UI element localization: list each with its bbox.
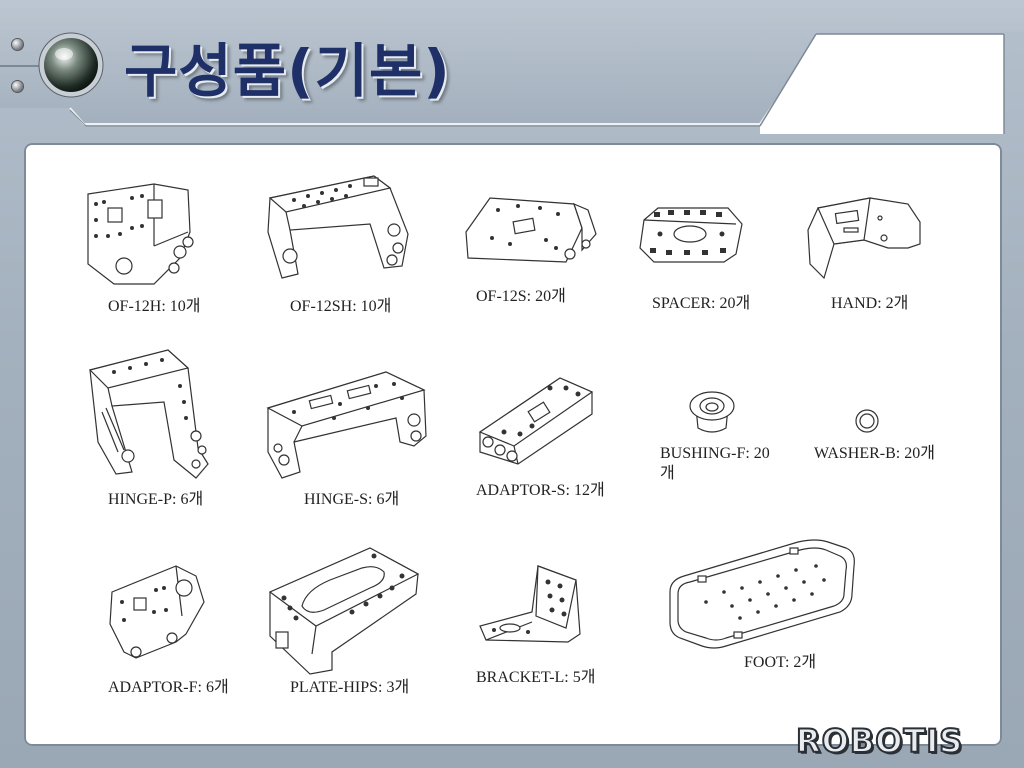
hinge-p-drawing-icon	[88, 349, 209, 479]
part-label-of-12h: OF-12H: 10개	[108, 298, 201, 315]
bushing-f-drawing-icon	[689, 391, 735, 433]
part-of-12sh	[264, 170, 412, 282]
part-plate-hips	[266, 544, 422, 676]
of-12s-drawing-icon	[465, 197, 597, 263]
part-label-hinge-p: HINGE-P: 6개	[108, 491, 204, 508]
part-label-washer-b: WASHER-B: 20개	[814, 445, 935, 462]
part-label-spacer: SPACER: 20개	[652, 295, 751, 312]
part-label-bushing-f: BUSHING-F: 20개	[660, 445, 770, 482]
sphere-logo-icon	[38, 32, 104, 98]
part-label-foot: FOOT: 2개	[744, 654, 817, 671]
foot-drawing-icon	[669, 539, 855, 649]
part-label-of-12s: OF-12S: 20개	[476, 288, 566, 305]
part-label-plate-hips: PLATE-HIPS: 3개	[290, 679, 410, 696]
hinge-s-drawing-icon	[266, 371, 427, 479]
adaptor-f-drawing-icon	[109, 565, 205, 659]
page-title: 구성품(기본)	[124, 37, 451, 105]
robotis-logo: ROBOTIS	[795, 721, 964, 761]
washer-b-drawing-icon	[855, 409, 879, 433]
adaptor-s-drawing-icon	[478, 377, 594, 465]
of-12sh-drawing-icon	[267, 175, 409, 279]
part-washer-b	[854, 408, 880, 434]
screw-top	[12, 39, 23, 50]
part-adaptor-s	[474, 374, 596, 466]
part-bushing-f	[686, 388, 738, 438]
screw-bottom	[12, 81, 23, 92]
part-hand	[804, 194, 924, 280]
part-label-adaptor-s: ADAPTOR-S: 12개	[476, 482, 605, 499]
plate-hips-drawing-icon	[268, 547, 420, 675]
part-label-of-12sh: OF-12SH: 10개	[290, 298, 392, 315]
part-foot	[666, 536, 858, 652]
part-label-adaptor-f: ADAPTOR-F: 6개	[108, 679, 229, 696]
part-label-hand: HAND: 2개	[831, 295, 909, 312]
part-label-bracket-l: BRACKET-L: 5개	[476, 669, 596, 686]
part-label-hinge-s: HINGE-S: 6개	[304, 491, 400, 508]
part-spacer	[638, 204, 744, 266]
spacer-drawing-icon	[639, 207, 743, 263]
part-hinge-p	[84, 346, 216, 480]
bracket-l-drawing-icon	[479, 565, 581, 643]
part-of-12s	[462, 192, 600, 268]
part-bracket-l	[476, 562, 582, 644]
hand-drawing-icon	[807, 197, 921, 280]
of-12h-drawing-icon	[87, 183, 194, 285]
part-of-12h	[84, 180, 214, 288]
part-hinge-s	[264, 364, 430, 482]
part-adaptor-f	[106, 562, 208, 664]
